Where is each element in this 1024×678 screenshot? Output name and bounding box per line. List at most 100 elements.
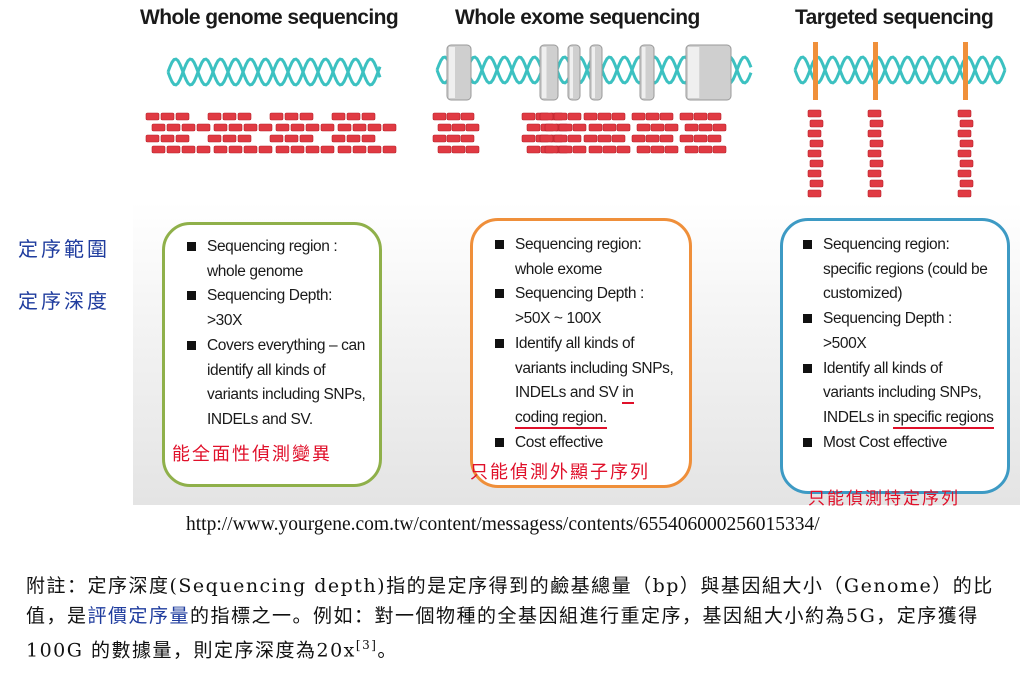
exon-highlight: [542, 47, 547, 98]
read-fragment: [959, 179, 974, 188]
read-fragment: [237, 134, 252, 143]
wgs-bullet-depth: Sequencing Depth: >30X: [187, 284, 369, 333]
read-fragment: [222, 112, 237, 121]
read-fragment: [616, 145, 631, 154]
read-fragment: [258, 145, 273, 154]
ts-bullet-cost: Most Cost effective: [803, 431, 997, 456]
ts-helix-strand: [793, 55, 1007, 85]
exon-highlight: [592, 47, 595, 98]
label-sequencing-depth: 定序深度: [18, 289, 110, 313]
read-fragment: [553, 134, 568, 143]
title-whole-genome: Whole genome sequencing: [140, 6, 399, 29]
ts-bullet-depth: Sequencing Depth : >500X: [803, 307, 997, 356]
wes-bullet-variants: Identify all kinds of variants including…: [495, 332, 679, 431]
read-fragment: [558, 123, 573, 132]
read-fragment: [807, 189, 822, 198]
read-fragment: [346, 134, 361, 143]
ts-bullet-region: Sequencing region: specific regions (cou…: [803, 233, 997, 307]
read-fragment: [367, 145, 382, 154]
title-whole-exome: Whole exome sequencing: [455, 6, 700, 29]
wgs-bullet-coverage: Covers everything – can identify all kin…: [187, 334, 369, 433]
wes-underlined-phrase: in coding region.: [515, 384, 634, 429]
read-fragment: [175, 134, 190, 143]
exon-highlight: [642, 47, 646, 98]
read-fragment: [698, 145, 713, 154]
read-fragment: [957, 109, 972, 118]
read-fragment: [583, 112, 598, 121]
read-fragment: [583, 134, 598, 143]
read-fragment: [707, 112, 722, 121]
read-fragment: [684, 123, 699, 132]
read-fragment: [166, 145, 181, 154]
read-fragment: [567, 112, 582, 121]
read-fragment: [196, 123, 211, 132]
read-fragment: [437, 123, 452, 132]
read-fragment: [867, 149, 882, 158]
read-fragment: [957, 149, 972, 158]
read-fragment: [698, 123, 713, 132]
read-fragment: [867, 129, 882, 138]
wgs-bullet-region: Sequencing region : whole genome: [187, 235, 369, 284]
read-fragment: [959, 119, 974, 128]
read-fragment: [352, 123, 367, 132]
read-fragment: [807, 129, 822, 138]
source-url: http://www.yourgene.com.tw/content/messa…: [186, 514, 820, 535]
read-fragment: [305, 145, 320, 154]
read-fragment: [284, 134, 299, 143]
target-bar: [813, 42, 818, 100]
read-fragment: [807, 149, 822, 158]
read-fragment: [228, 145, 243, 154]
exon-block: [567, 44, 581, 101]
read-fragment: [659, 134, 674, 143]
read-fragment: [611, 134, 626, 143]
footnote-ref: [3]: [355, 638, 378, 652]
read-fragment: [869, 139, 884, 148]
exon-cylinders: [446, 44, 732, 101]
read-fragment: [645, 112, 660, 121]
read-fragment: [151, 123, 166, 132]
read-fragment: [526, 145, 541, 154]
read-fragment: [957, 129, 972, 138]
read-fragment: [284, 112, 299, 121]
footnote-highlight: 評價定序量: [87, 604, 191, 627]
read-fragment: [553, 112, 568, 121]
read-fragment: [181, 123, 196, 132]
read-fragment: [611, 112, 626, 121]
read-fragment: [597, 112, 612, 121]
read-fragment: [664, 145, 679, 154]
read-fragment: [305, 123, 320, 132]
read-fragment: [275, 123, 290, 132]
read-fragment: [320, 145, 335, 154]
read-fragment: [567, 134, 582, 143]
wgs-note: 能全面性偵測變異: [172, 444, 332, 465]
read-fragment: [346, 112, 361, 121]
read-fragment: [572, 123, 587, 132]
read-fragment: [664, 123, 679, 132]
read-fragment: [650, 145, 665, 154]
read-fragment: [160, 134, 175, 143]
read-fragment: [299, 134, 314, 143]
read-fragment: [337, 123, 352, 132]
footnote-end: 。: [377, 639, 398, 662]
read-fragment: [650, 123, 665, 132]
read-fragment: [521, 134, 536, 143]
read-fragment: [807, 169, 822, 178]
wes-bullet-region: Sequencing region: whole exome: [495, 233, 679, 282]
read-fragment: [465, 123, 480, 132]
read-fragment: [160, 112, 175, 121]
read-fragment: [382, 145, 397, 154]
wgs-helix-strand: [166, 57, 382, 87]
dna-helices: [166, 55, 1007, 87]
read-fragment: [869, 159, 884, 168]
read-fragment: [959, 139, 974, 148]
read-fragment: [869, 119, 884, 128]
read-fragment: [352, 145, 367, 154]
read-fragment: [367, 123, 382, 132]
read-fragment: [867, 109, 882, 118]
read-fragment: [290, 123, 305, 132]
read-fragment: [290, 145, 305, 154]
read-fragment: [588, 145, 603, 154]
read-fragment: [521, 112, 536, 121]
read-fragment: [957, 189, 972, 198]
